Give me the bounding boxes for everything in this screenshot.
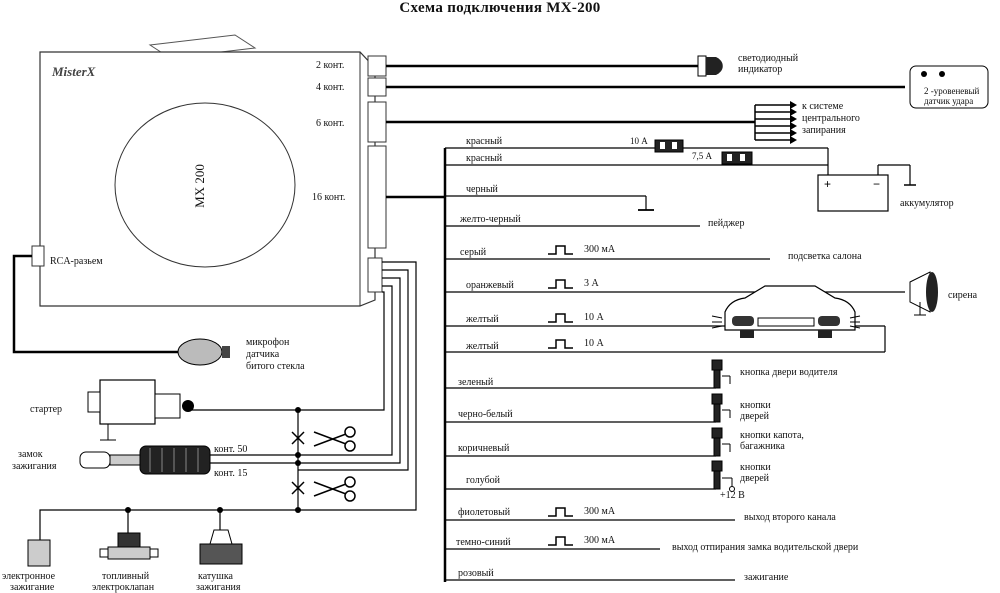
fuse-7-5a xyxy=(721,151,753,165)
fuse-7-5a-label: 7,5 А xyxy=(692,151,712,161)
wire-dest-8: кнопка двери водителя xyxy=(740,367,838,378)
wire-lines xyxy=(445,195,905,581)
ignition-lock-label-2: зажигания xyxy=(12,461,57,472)
mic-label-1: микрофон xyxy=(246,337,290,348)
door-button-icons xyxy=(711,359,723,490)
wire-rating-13: 300 мА xyxy=(584,535,616,546)
cont15-label: конт. 15 xyxy=(214,468,248,479)
mic-label-2: датчика xyxy=(246,349,280,360)
central-lock-line-3: запирания xyxy=(802,125,846,136)
wire-name-10: коричневый xyxy=(458,443,510,454)
wire-name-11: голубой xyxy=(466,475,501,486)
svg-text:+: + xyxy=(824,177,831,191)
cut-marks xyxy=(291,431,305,495)
siren-icon xyxy=(909,271,938,316)
coil-label-1: катушка xyxy=(198,571,233,582)
electronic-ign-label-2: зажигание xyxy=(10,582,55,593)
electronic-ignition-icon xyxy=(27,539,51,567)
wire-rating-7: 10 А xyxy=(584,338,604,349)
car-icon xyxy=(711,285,861,338)
starter-label: стартер xyxy=(30,404,63,415)
mic-icon xyxy=(177,338,230,366)
battery-label: аккумулятор xyxy=(900,198,954,209)
wire-name-1: красный xyxy=(466,153,503,164)
wire-rating-4: 300 мА xyxy=(584,244,616,255)
scissors-icon xyxy=(313,426,356,502)
wire-dest-3: пейджер xyxy=(708,218,745,229)
shock-sensor-label: 2 -уровеневый датчик удара xyxy=(924,86,980,106)
wire-name-4: серый xyxy=(460,247,487,258)
electronic-ign-label-1: электронное xyxy=(2,571,56,582)
mic-label-3: битого стекла xyxy=(246,361,305,372)
wire-dest-5: сирена xyxy=(948,290,978,301)
ignition-lock-label-1: замок xyxy=(18,449,43,460)
wire-name-2: черный xyxy=(466,184,498,195)
fuel-valve-label-2: электроклапан xyxy=(92,582,155,593)
battery-icon: + − xyxy=(817,164,916,212)
connector-2: 2 конт. xyxy=(316,60,345,71)
wire-dest-9: кнопки дверей xyxy=(740,400,771,422)
connector-16: 16 конт. xyxy=(312,192,346,203)
wire-dest-13: выход отпирания замка водительской двери xyxy=(672,542,859,553)
fuse-10a xyxy=(654,139,684,153)
alarm-unit xyxy=(31,34,387,307)
fuel-valve-label-1: топливный xyxy=(102,571,150,582)
ignition-coil-icon xyxy=(199,529,243,565)
wire-dest-10: кнопки капота, багажника xyxy=(740,430,804,452)
unit-logo: MisterX xyxy=(52,64,96,79)
led-label: светодиодный индикатор xyxy=(738,53,799,75)
wire-name-14: розовый xyxy=(458,568,494,579)
central-lock-line-1: к системе xyxy=(802,101,844,112)
wire-name-3: желто-черный xyxy=(460,214,521,225)
shock-sensor-icon xyxy=(909,65,989,109)
wire-rating-5: 3 А xyxy=(584,278,599,289)
ignition-lock-icon xyxy=(79,445,211,475)
plus-12v-label: +12 В xyxy=(720,490,745,501)
wire-rating-12: 300 мА xyxy=(584,506,616,517)
unit-model: MX 200 xyxy=(191,164,207,208)
central-lock-line-2: центрального xyxy=(802,113,860,124)
cont50-label: конт. 50 xyxy=(214,444,248,455)
led-indicator-icon xyxy=(697,55,723,77)
wire-name-7: желтый xyxy=(466,341,499,352)
wire-name-13: темно-синий xyxy=(456,537,511,548)
wire-name-5: оранжевый xyxy=(466,280,514,291)
wire-dest-4: подсветка салона xyxy=(788,251,862,262)
wire-name-8: зеленый xyxy=(458,377,494,388)
svg-text:−: − xyxy=(873,177,880,191)
coil-label-2: зажигания xyxy=(196,582,241,593)
fuel-valve-icon xyxy=(99,532,159,560)
wire-dest-12: выход второго канала xyxy=(744,512,836,523)
wire-name-9: черно-белый xyxy=(458,409,513,420)
wire-name-0: красный xyxy=(466,136,503,147)
ignition-wires xyxy=(39,261,417,540)
fuse-10a-label: 10 А xyxy=(630,136,648,146)
rca-label: RCA-разьем xyxy=(50,256,103,267)
central-lock-fanout xyxy=(754,104,790,141)
starter-icon xyxy=(87,379,194,441)
wire-name-6: желтый xyxy=(466,314,499,325)
pulse-symbols xyxy=(548,245,573,546)
wire-rating-6: 10 А xyxy=(584,312,604,323)
connector-4: 4 конт. xyxy=(316,82,345,93)
wire-dest-14: зажигание xyxy=(744,572,789,583)
wire-name-12: фиолетовый xyxy=(458,507,511,518)
wire-dest-11: кнопки дверей xyxy=(740,462,771,484)
connector-6: 6 конт. xyxy=(316,118,345,129)
diagram-title: Схема подключения МХ-200 xyxy=(399,0,601,16)
